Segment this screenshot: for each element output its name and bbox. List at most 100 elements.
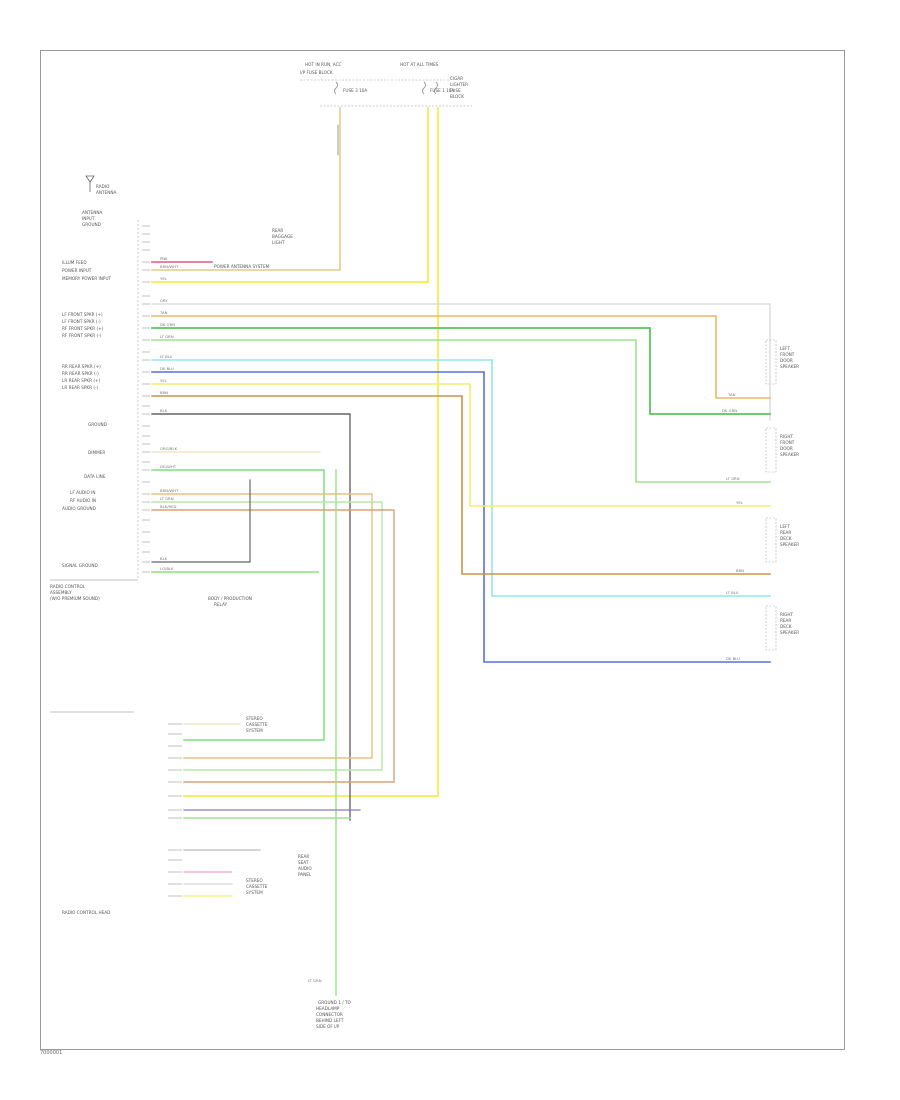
remote-label-0: STEREO: [246, 716, 263, 721]
label-dimmer: DIMMER: [88, 450, 105, 455]
wl-dk-grn: DK GRN: [160, 322, 175, 327]
wl-pnk: PNK: [160, 256, 168, 261]
label-rr-rear-1: RR REAR SPKR (+): [62, 364, 101, 369]
radio-block-0: RADIO CONTROL: [50, 584, 86, 589]
remote-label-lower-0: STEREO: [246, 878, 263, 883]
wire-dk-blu: [151, 371, 771, 663]
radio-pin-labels: ILLUM FEED POWER INPUT MEMORY POWER INPU…: [50, 260, 138, 601]
speaker-rr-0: RIGHT: [780, 612, 794, 617]
power-antenna-label: POWER ANTENNA SYSTEM: [214, 264, 270, 269]
label-ground: GROUND: [88, 422, 107, 427]
wl-dg-wht: DG/WHT: [160, 464, 177, 469]
speaker-lf-3: SPEAKER: [780, 364, 799, 369]
antenna-top-label-1: ANTENNA: [96, 190, 116, 195]
label-lr-rear-2: LR REAR SPKR (-): [62, 385, 99, 390]
label-memory-power: MEMORY POWER INPUT: [62, 276, 112, 281]
wl-spk-yel: YEL: [736, 500, 744, 505]
label-audio-ground: AUDIO GROUND: [62, 506, 96, 511]
wl-bottom-ltgrn: LT GRN: [308, 978, 322, 983]
rear-block-1: BAGGAGE: [272, 234, 293, 239]
wl-lt-blu: LT BLU: [160, 354, 173, 359]
label-lr-rear-1: LR REAR SPKR (+): [62, 378, 101, 383]
wl-dk-blu: DK BLU: [160, 366, 174, 371]
radio-block-2: (W/O PREMIUM SOUND): [50, 596, 100, 601]
rear-block-0: REAR: [272, 228, 283, 233]
hot-at-all-label: HOT AT ALL TIMES: [400, 62, 439, 67]
wire-brn: [151, 395, 771, 575]
speaker-lr-2: DECK: [780, 536, 792, 541]
speaker-lf-2: DOOR: [780, 358, 793, 363]
wl-gry: GRY: [160, 298, 168, 303]
footer-code: 7000001: [40, 1050, 63, 1056]
antenna-mid-label-2: GROUND: [82, 222, 101, 227]
wire-gry: [151, 303, 771, 421]
wl-spk-tan: TAN: [727, 392, 736, 397]
rear-block-2: LIGHT: [272, 240, 285, 245]
wl-lt-grn-2: LT GRN: [160, 496, 174, 501]
wl-spk-ltblu: LT BLU: [726, 590, 739, 595]
label-illum: ILLUM FEED: [62, 260, 87, 265]
wire-lt-blu: [151, 359, 771, 597]
speaker-rr-1: REAR: [780, 618, 791, 623]
rear-control-0: REAR: [298, 854, 309, 859]
hot-in-run-label: HOT IN RUN, ACC: [305, 62, 342, 67]
speaker-lr: LEFT REAR DECK SPEAKER: [765, 517, 799, 563]
label-rf-front-1: RF FRONT SPKR (+): [62, 326, 104, 331]
label-rf-front-2: RF FRONT SPKR (-): [62, 333, 102, 338]
label-lf-audio: LF AUDIO IN: [70, 490, 95, 495]
fuse-box-label-3: BLOCK: [450, 94, 464, 99]
speaker-rf-2: DOOR: [780, 446, 793, 451]
wl-blk: BLK: [160, 408, 168, 413]
pin-number-column: [142, 225, 150, 573]
label-lf-front-2: LF FRONT SPKR (-): [62, 319, 101, 324]
remote-label-2: SYSTEM: [246, 728, 263, 733]
bottom-note-0: GROUND 1 / TO: [318, 1000, 351, 1005]
speaker-rf-1: FRONT: [780, 440, 795, 445]
antenna-icon: [85, 175, 95, 183]
wire-signal-ground: [151, 479, 251, 563]
wl-spk-dkblu: DK BLU: [726, 656, 740, 661]
label-rf-audio: RF AUDIO IN: [70, 498, 96, 503]
bottom-note-1: HEADLAMP: [316, 1006, 340, 1011]
speaker-lr-0: LEFT: [780, 524, 790, 529]
wl-spk-dkgrn: DK GRN: [722, 408, 737, 413]
antenna: RADIO ANTENNA ANTENNA INPUT GROUND: [82, 175, 116, 227]
wire-lf-audio: [151, 493, 373, 759]
speaker-rf-3: SPEAKER: [780, 452, 799, 457]
sound-module-0: BODY / PRODUCTION: [208, 596, 252, 601]
wl-spk-brn: BRN: [736, 568, 744, 573]
speaker-lr-1: REAR: [780, 530, 791, 535]
speaker-lf: LEFT FRONT DOOR SPEAKER: [765, 339, 799, 385]
speaker-rf-0: RIGHT: [780, 434, 794, 439]
sound-module-1: RELAY: [214, 602, 228, 607]
bottom-note-3: BEHIND LEFT: [316, 1018, 344, 1023]
radio-control-head-label: RADIO CONTROL HEAD: [62, 910, 110, 915]
bottom-note-2: CONNECTOR: [316, 1012, 343, 1017]
fuse-right-no: FUSE 1 10A: [430, 88, 454, 93]
wires: [151, 107, 771, 996]
wl-spk-ltgrn: LT GRN: [726, 476, 740, 481]
speaker-lr-3: SPEAKER: [780, 542, 799, 547]
diagram-frame: [40, 50, 845, 1050]
wire-yel-rear: [151, 383, 771, 507]
rear-control-3: PANEL: [298, 872, 312, 877]
label-lf-front-1: LF FRONT SPKR (+): [62, 312, 103, 317]
speaker-rr-3: SPEAKER: [780, 630, 799, 635]
wl-blk-2: BLK: [160, 556, 168, 561]
wl-tan: TAN: [159, 310, 168, 315]
fuse-block: HOT IN RUN, ACC I/P FUSE BLOCK HOT AT AL…: [300, 62, 472, 107]
speaker-rr: RIGHT REAR DECK SPEAKER: [765, 605, 799, 651]
wire-rf-audio: [151, 501, 383, 771]
fuse-box-label-2: FUSE: [450, 88, 461, 93]
speaker-rr-2: DECK: [780, 624, 792, 629]
antenna-mid-label-1: INPUT: [82, 216, 95, 221]
label-signal-ground: SIGNAL GROUND: [62, 563, 98, 568]
label-power-input: POWER INPUT: [62, 268, 92, 273]
rear-control-2: AUDIO: [298, 866, 312, 871]
speaker-rf: RIGHT FRONT DOOR SPEAKER: [765, 427, 799, 473]
bottom-note-4: SIDE OF I/P: [316, 1024, 340, 1029]
fuse-box-label-0: CIGAR: [450, 76, 463, 81]
wire-yel-remote: [183, 107, 439, 797]
wire-yel-memory: [151, 107, 429, 283]
